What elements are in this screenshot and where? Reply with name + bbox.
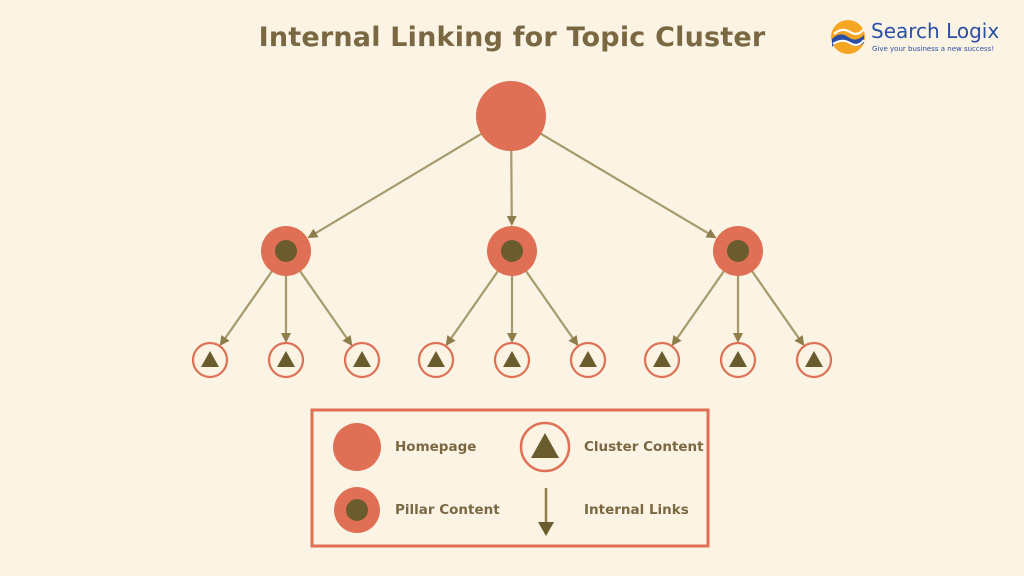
cluster-triangle-icon [201,351,219,367]
cluster-triangle-icon [353,351,371,367]
brand-name: Search Logix [871,19,1000,43]
cluster-triangle-icon [503,351,521,367]
pillar-node-core-3 [727,240,749,262]
nodes-layer [191,81,833,379]
legend-internal-links-label: Internal Links [584,502,689,518]
legend-pillar-content-label: Pillar Content [395,502,500,518]
pillar-node-core-2 [501,240,523,262]
legend-arrow-head-icon [538,522,554,536]
pillar-node-core-1 [275,240,297,262]
homepage-node [476,81,546,151]
cluster-triangle-icon [427,351,445,367]
legend-homepage-label: Homepage [395,439,477,455]
legend-homepage-icon [333,423,381,471]
legend-cluster-triangle-icon [531,433,559,458]
page-title: Internal Linking for Topic Cluster [258,22,766,53]
link-homepage-to-pillar-3 [510,115,717,239]
cluster-triangle-icon [579,351,597,367]
link-homepage-to-pillar-1 [307,115,512,239]
cluster-triangle-icon [805,351,823,367]
brand-logo-icon [831,20,865,54]
cluster-triangle-icon [653,351,671,367]
legend-box [310,408,710,548]
brand-logo-block: Search Logix Give your business a new su… [828,17,1016,59]
internal-links-layer [219,115,805,347]
cluster-triangle-icon [277,351,295,367]
cluster-triangle-icon [729,351,747,367]
legend-pillar-inner-icon [346,499,368,521]
legend-cluster-content-label: Cluster Content [584,439,704,455]
brand-tagline: Give your business a new success! [872,45,995,53]
